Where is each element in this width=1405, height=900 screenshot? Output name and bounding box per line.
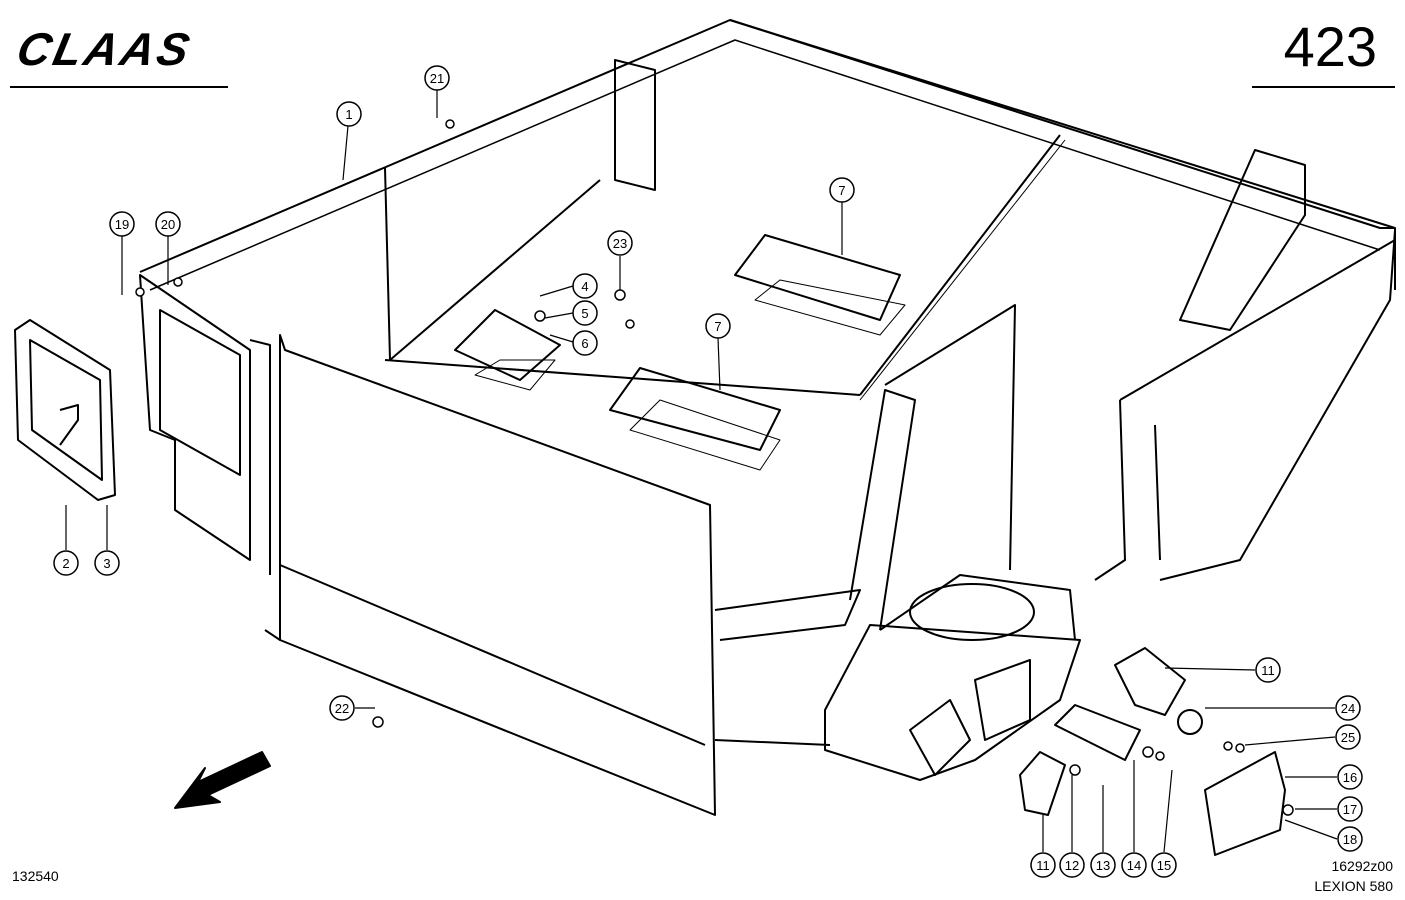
callout-label: 5: [581, 306, 588, 321]
hopper-top-rim-back: [139, 19, 1396, 273]
callout-label: 3: [103, 556, 110, 571]
trough-upright: [849, 389, 916, 631]
callout-circle: [336, 101, 362, 127]
callout-label: 18: [1343, 832, 1357, 847]
left-side-wall: [139, 274, 251, 561]
right-corner-bracket: [1179, 149, 1306, 331]
auger-housing: [824, 624, 1081, 781]
cover-plate-small: [454, 309, 561, 381]
callout-label: 11: [1036, 858, 1050, 873]
page-number: 423: [1283, 15, 1377, 78]
header-rule-left: [10, 86, 228, 88]
cap-disc: [1177, 709, 1203, 735]
callout-label: 22: [335, 701, 349, 716]
cover-plate-rear: [734, 234, 901, 321]
callout-label: 21: [430, 71, 444, 86]
front-panel: [279, 334, 716, 816]
bearing-plate-upper: [1114, 647, 1186, 716]
callout-label: 15: [1157, 858, 1171, 873]
callout-circle: [53, 550, 79, 576]
callout-circle: [109, 211, 135, 237]
callout-label: 7: [838, 183, 845, 198]
direction-arrow: [174, 751, 271, 809]
callout-label: 2: [62, 556, 69, 571]
callout-label: 1: [345, 107, 352, 122]
callout-label: 20: [161, 217, 175, 232]
callout-label: 16: [1343, 770, 1357, 785]
callout-circle: [1335, 724, 1361, 750]
callout-circle: [424, 65, 450, 91]
callout-circle: [829, 177, 855, 203]
callout-circle: [572, 300, 598, 326]
callout-label: 12: [1065, 858, 1079, 873]
callout-circle: [1059, 852, 1085, 878]
cover-plate-front: [609, 367, 781, 451]
window-frame-part: [14, 319, 116, 501]
back-bracket: [614, 59, 656, 191]
callout-circle: [1151, 852, 1177, 878]
callout-circle: [155, 211, 181, 237]
callout-circle: [1121, 852, 1147, 878]
auger-opening: [909, 583, 1035, 641]
callout-label: 11: [1261, 663, 1275, 678]
callout-circle: [1337, 796, 1363, 822]
callout-circle: [329, 695, 355, 721]
callout-circle: [1337, 764, 1363, 790]
drawing-code: 16292z00: [1331, 858, 1393, 874]
side-window-opening: [159, 309, 241, 476]
callout-circle: [572, 273, 598, 299]
header-rule-right: [1252, 86, 1395, 88]
figure-code: 132540: [12, 868, 59, 884]
callout-label: 6: [581, 336, 588, 351]
callout-circle: [705, 313, 731, 339]
callout-label: 7: [714, 319, 721, 334]
callout-circle: [1335, 695, 1361, 721]
cover-strip: [1054, 704, 1141, 761]
callout-label: 13: [1096, 858, 1110, 873]
callout-circle: [607, 230, 633, 256]
guard-plate: [1204, 751, 1286, 856]
callout-label: 4: [581, 279, 588, 294]
callout-label: 17: [1343, 802, 1357, 817]
callout-circle: [94, 550, 120, 576]
callout-label: 19: [115, 217, 129, 232]
callout-circle: [1030, 852, 1056, 878]
callout-circle: [1090, 852, 1116, 878]
callout-label: 14: [1127, 858, 1141, 873]
callout-circle: [1255, 657, 1281, 683]
bearing-plate-lower: [1019, 751, 1066, 816]
callout-label: 25: [1341, 730, 1355, 745]
callout-circle: [572, 330, 598, 356]
callout-circle: [1337, 826, 1363, 852]
model-name: LEXION 580: [1314, 878, 1393, 894]
callout-label: 24: [1341, 701, 1355, 716]
callout-label: 23: [613, 236, 627, 251]
